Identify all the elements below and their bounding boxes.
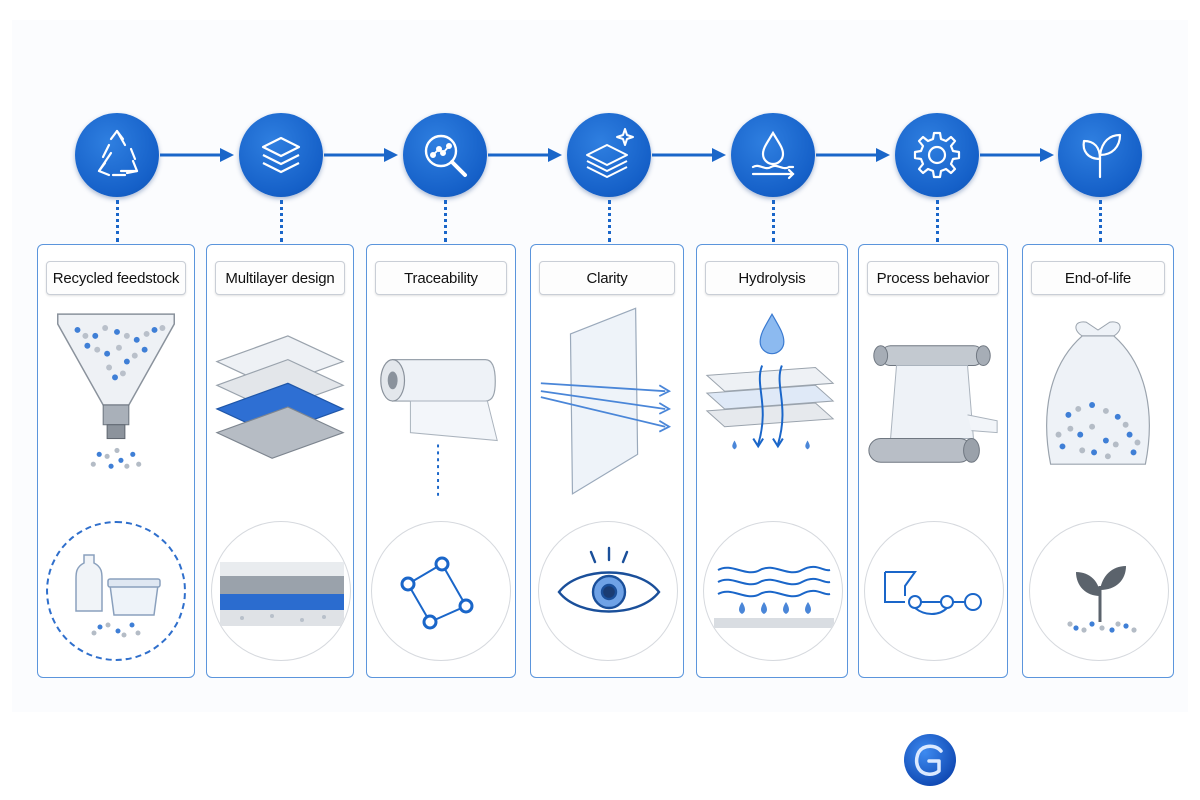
flow-arrow: [816, 148, 890, 162]
card-recycled-feedstock: Recycled feedstock: [37, 244, 195, 678]
card-end-of-life: End-of-life: [1022, 244, 1174, 678]
eye-illustration: [538, 521, 678, 661]
water-layers-illustration: [697, 305, 847, 505]
rollers-illustration: [859, 305, 1007, 505]
sprout-illustration: [1029, 521, 1169, 661]
card-title: End-of-life: [1031, 261, 1165, 295]
pellet-bag-illustration: [1023, 305, 1173, 505]
hopper-illustration: [38, 305, 194, 505]
connector-dotted: [1099, 200, 1102, 242]
gear-icon: [895, 113, 979, 197]
brand-logo: [904, 734, 956, 786]
card-title: Multilayer design: [215, 261, 345, 295]
wave-droplets-illustration: [703, 521, 843, 661]
card-title: Traceability: [375, 261, 507, 295]
flow-arrow: [324, 148, 398, 162]
flow-arrow: [488, 148, 562, 162]
card-title: Hydrolysis: [705, 261, 839, 295]
card-title: Process behavior: [867, 261, 999, 295]
extrusion-line-illustration: [864, 521, 1004, 661]
clear-sheet-illustration: [531, 305, 683, 505]
sparkle-layers-icon: [567, 113, 651, 197]
card-clarity: Clarity: [530, 244, 684, 678]
containers-illustration: [46, 521, 186, 661]
film-roll-illustration: [367, 305, 515, 505]
card-title: Recycled feedstock: [46, 261, 186, 295]
magnifier-icon: [403, 113, 487, 197]
connector-dotted: [608, 200, 611, 242]
flow-arrow: [652, 148, 726, 162]
card-traceability: Traceability: [366, 244, 516, 678]
flow-arrow: [160, 148, 234, 162]
card-process-behavior: Process behavior: [858, 244, 1008, 678]
connector-dotted: [116, 200, 119, 242]
connector-dotted: [936, 200, 939, 242]
water-drop-icon: [731, 113, 815, 197]
card-multilayer-design: Multilayer design: [206, 244, 354, 678]
stacked-layers-illustration: [207, 305, 353, 505]
connector-dotted: [280, 200, 283, 242]
connector-dotted: [772, 200, 775, 242]
card-hydrolysis: Hydrolysis: [696, 244, 848, 678]
flow-arrow: [980, 148, 1054, 162]
cross-section-illustration: [211, 521, 351, 661]
connector-dotted: [444, 200, 447, 242]
leaf-icon: [1058, 113, 1142, 197]
layers-icon: [239, 113, 323, 197]
network-nodes-illustration: [371, 521, 511, 661]
card-title: Clarity: [539, 261, 675, 295]
recycle-icon: [75, 113, 159, 197]
